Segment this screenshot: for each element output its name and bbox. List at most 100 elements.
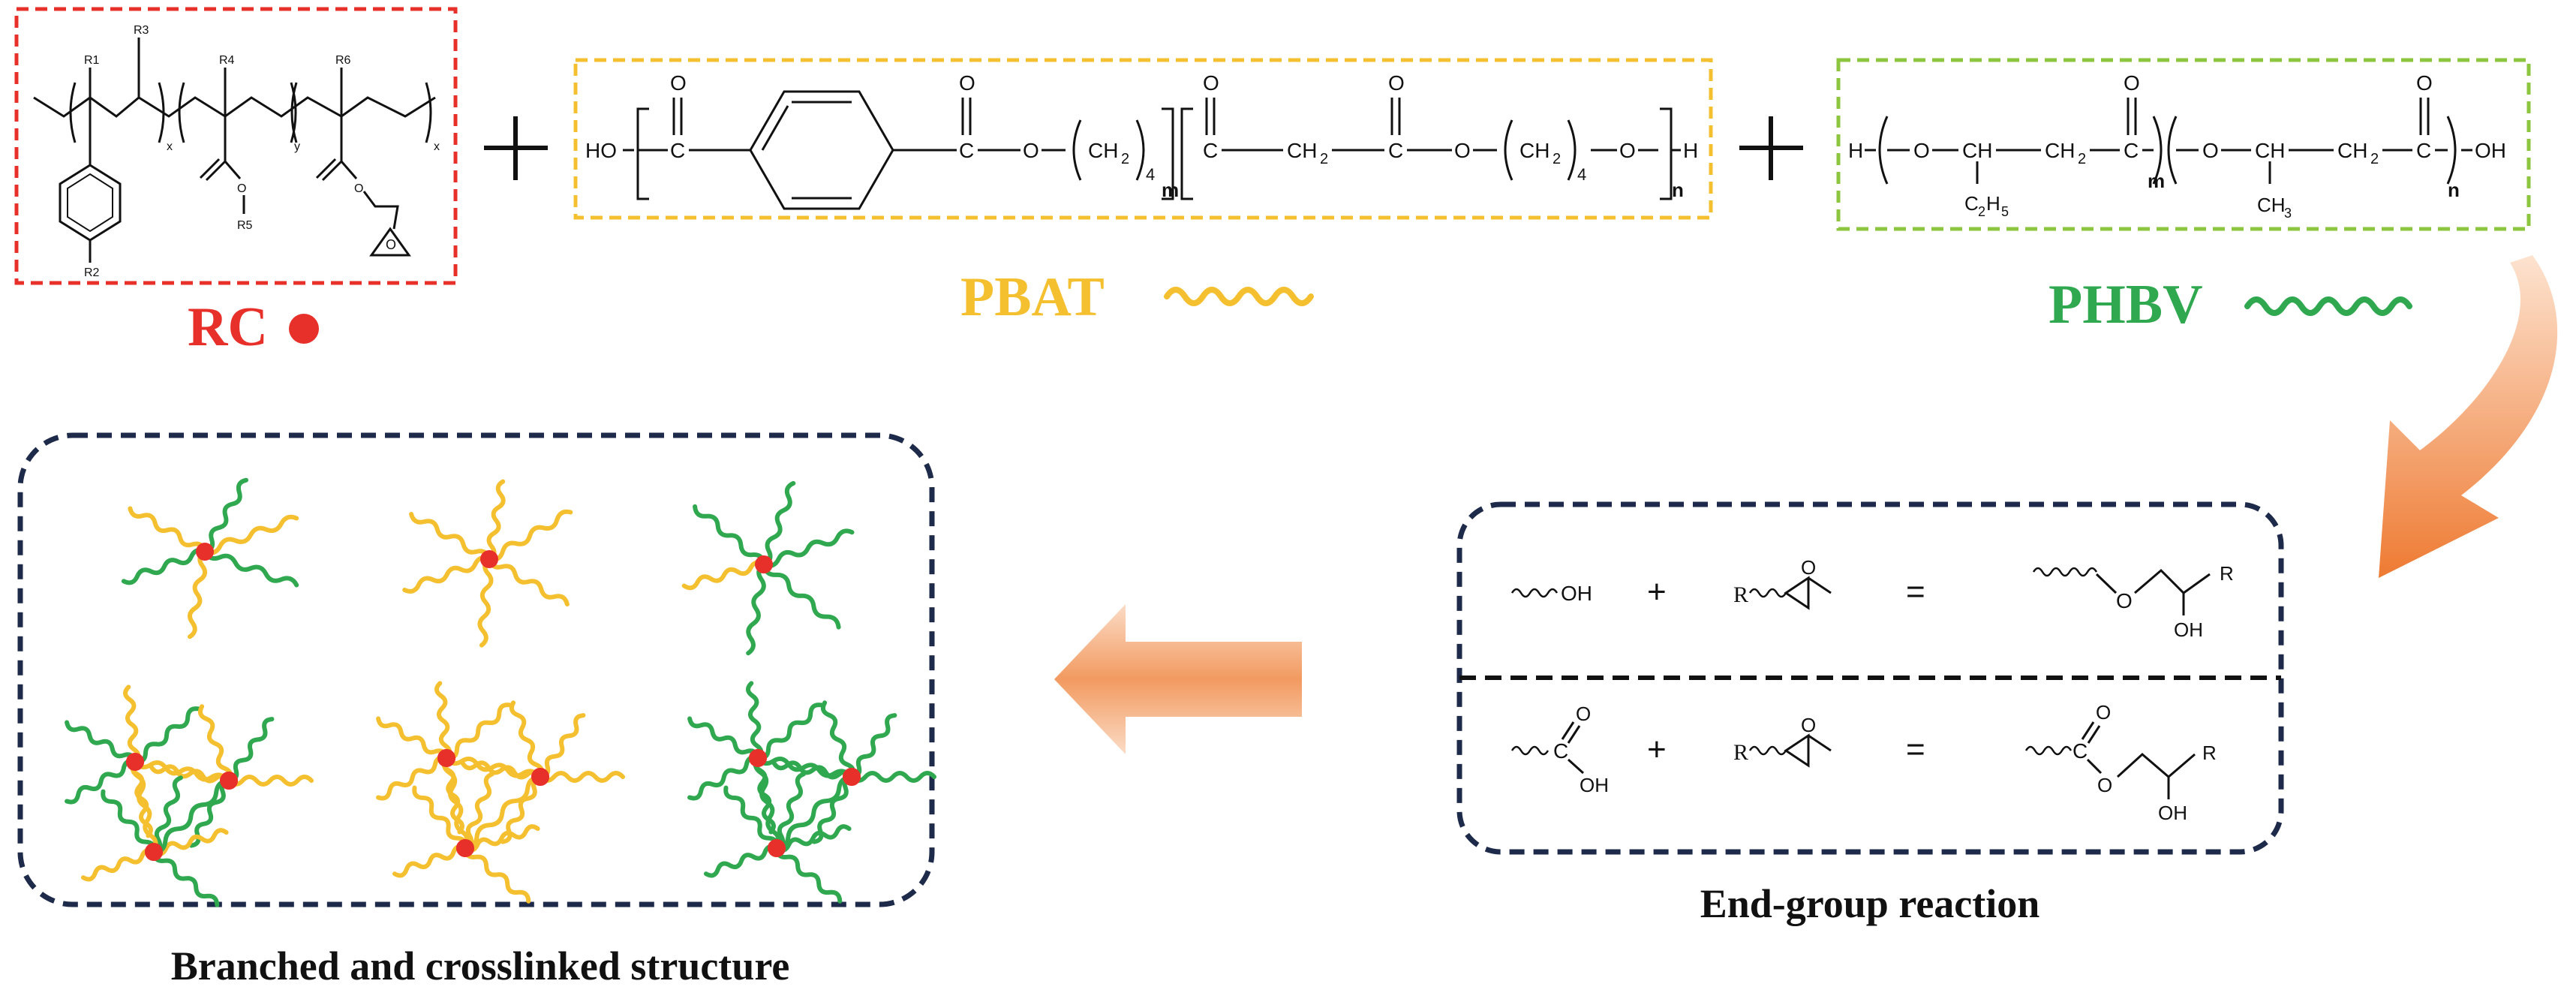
pbat-h: H [1683,139,1698,162]
crosslink-node [755,555,773,573]
pbat-bracket-n-open [1180,107,1193,200]
phbv-arm [121,548,207,585]
endgroup-label: End-group reaction [1700,881,2040,926]
phbv-dashed-box [1836,58,2531,231]
rc-bracket-x-open [69,82,77,143]
pbat-paren-open-1 [1072,119,1082,181]
row1-prod-r: R [2220,562,2234,585]
phbv-o-top-1: O [2124,71,2140,95]
pbat-arm [412,785,468,850]
rc-gly-co [321,160,343,182]
phbv-arm [820,700,856,779]
phbv-m: m [2148,170,2165,192]
phbv-paren-close-1 [2152,116,2163,185]
pbat-arm [434,681,452,760]
phbv-arm [774,846,843,904]
phbv-arm [693,504,766,567]
rc-phenyl-inner [67,173,113,233]
row2-epox-o: O [1801,714,1816,736]
pbat-arm [444,703,512,761]
wavy-chain-3 [2032,567,2098,577]
crosslink-arm [461,775,543,852]
rc-structure-panel: R1 R3 R4 R6 R2 R5 O O O x y x [14,7,458,285]
rc-bracket-y-open [178,82,185,143]
row2-prod-c: C [2073,739,2088,763]
row2-r: R [1733,740,1748,765]
pbat-o6: O [1454,139,1471,162]
pbat-arm [463,824,540,853]
phbv-arm [774,824,852,853]
phbv-structure-panel: H O CH C 2 H 5 CH 2 C O m O CH CH 3 CH 2… [1836,58,2531,231]
row2-prod-o: O [2097,774,2112,796]
pbat-arm [487,557,570,606]
pbat-structure-panel: HO C O C O O CH 2 4 m O C [573,58,1713,220]
rc-r6: R6 [335,54,351,67]
pbat-o1: O [670,71,687,95]
phbv-arm [227,717,275,783]
pbat-sub4-2: 4 [1577,165,1586,184]
rc-epoxide [369,227,411,257]
phbv-arm [723,785,780,850]
branched-label: Branched and crosslinked structure [171,943,790,988]
crosslink-arm [133,760,230,783]
pbat-arm [81,847,156,882]
crosslink-arm [130,760,158,853]
phbv-arm [756,703,824,761]
rc-ester-co [205,160,227,182]
row1-r: R [1733,582,1748,607]
pbat-ch2-sub-3: 2 [1553,151,1561,167]
pbat-c4: C [1388,139,1403,162]
pbat-arm [409,512,491,561]
crosslink-node [126,753,144,771]
pbat-paren-open-2 [1504,119,1513,181]
wavy-chain-1 [1510,588,1559,598]
phbv-c2h5-sub5: 5 [2001,204,2009,219]
row2-prod-co: O [2096,701,2111,724]
row1-prod-oh: OH [2174,618,2203,641]
pbat-arm [538,713,586,779]
rc-r4: R4 [219,54,235,67]
rc-bracket-z-close [425,82,432,143]
rc-phenyl-ring [59,164,122,242]
branched-dashed-box [17,432,935,907]
pbat-arm [402,555,491,594]
pbat-ch2-sub-1: 2 [1121,151,1129,167]
crosslink-arm [441,756,470,849]
phbv-oh: OH [2475,139,2506,162]
crosslink-node [456,839,474,857]
pbat-ch2-3: CH [1519,139,1550,162]
pbat-arm [376,754,449,801]
phbv-c2h5-sub2: 2 [1978,204,1985,219]
phbv-arm [65,758,137,805]
crosslink-node [480,550,498,568]
phbv-ch2: CH [2255,139,2285,162]
rc-bracket-x-close [158,82,165,143]
phbv-arm [746,681,764,760]
pbat-o2: O [959,71,975,95]
rc-epoxide-o: O [386,237,396,252]
pbat-c3: C [1203,139,1218,162]
row2-c-o: O [1576,703,1591,725]
phbv-arm [849,771,936,783]
pbat-o4: O [1203,71,1219,95]
phbv-arm [152,775,183,854]
phbv-ch1: CH [1962,139,1992,162]
pbat-c1: C [670,139,685,162]
pbat-label: PBAT [960,266,1105,328]
crosslink-arm [150,778,231,856]
rc-gly-co2 [315,158,337,179]
pbat-paren-close-2 [1567,119,1577,181]
row2-c: C [1553,739,1568,763]
phbv-arm [762,528,855,568]
phbv-paren-close-2 [2446,116,2457,185]
pbat-arm [392,844,467,878]
curved-arrow [2379,255,2558,578]
phbv-arm [687,716,760,760]
row1-epox-o: O [1801,556,1816,579]
pbat-n: n [1672,179,1684,201]
crosslink-arm [444,756,541,779]
phbv-ch3-sub: 3 [2284,206,2292,221]
pbat-ch2-sub-2: 2 [1320,151,1328,167]
pbat-arm [477,557,494,648]
phbv-ch2-2: CH [2337,139,2367,162]
